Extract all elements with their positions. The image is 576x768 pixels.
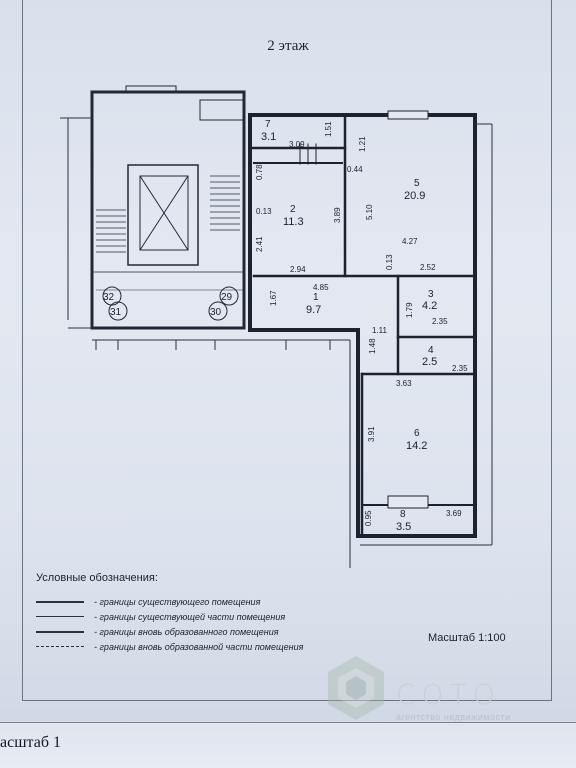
legend-item: - границы существующей части помещения [36,609,336,624]
legend: Условные обозначения: - границы существу… [36,572,336,654]
room-6-number: 6 [414,428,420,439]
watermark-subtitle: агентство недвижимости [396,712,511,722]
legend-item-label: - границы вновь образованной части помещ… [94,641,304,652]
room-4-area: 2.5 [422,356,437,368]
scale-label: Масштаб 1:100 [428,632,506,644]
apartment-walls [248,110,477,538]
legend-line-icon [36,600,84,603]
dim-label: 0.78 [255,164,264,180]
stair-number-32: 32 [103,292,115,303]
room-8-number: 8 [400,509,406,520]
sheet-frame [22,0,552,701]
room-2-area: 11.3 [283,216,304,228]
legend-item: - границы вновь образованного помещения [36,624,336,639]
room-1-number: 1 [313,292,319,303]
dim-label: 0.95 [364,510,373,526]
dim-label: 4.27 [402,237,418,246]
stairwell [90,85,246,330]
dim-label: 3.91 [367,426,376,442]
dim-label: 1.21 [358,136,367,152]
legend-title: Условные обозначения: [36,572,158,584]
dim-label: 4.85 [313,283,329,292]
dim-label: 1.67 [269,290,278,306]
dim-label: 3.09 [289,140,305,149]
legend-item-label: - границы вновь образованного помещения [94,626,279,637]
dim-label: 2.35 [452,364,468,373]
legend-item: - границы вновь образованной части помещ… [36,639,336,654]
stair-number-29: 29 [221,292,233,303]
building-outline [60,117,493,568]
dim-label: 2.94 [290,265,306,274]
room-5-number: 5 [414,178,420,189]
room-2-number: 2 [290,204,296,215]
legend-line-icon [36,630,84,633]
watermark-brand: СОТО [396,678,501,711]
dim-label: 2.35 [432,317,448,326]
floor-title: 2 этаж [267,38,309,54]
underlying-sheet-text: асштаб 1 [0,734,61,751]
dim-label: 3.69 [446,509,462,518]
stair-number-30: 30 [210,307,222,318]
legend-line-icon [36,646,84,647]
dim-label: 2.52 [420,263,436,272]
legend-item-label: - границы существующей части помещения [94,611,286,622]
dim-label: 0.44 [347,165,363,174]
room-4-number: 4 [428,345,434,356]
dim-label: 3.63 [396,379,412,388]
stair-number-31: 31 [110,307,122,318]
legend-item: - границы существующего помещения [36,594,336,609]
legend-line-icon [36,616,84,617]
dim-label: 1.79 [405,302,414,318]
room-6-area: 14.2 [406,440,427,452]
dim-label: 0.13 [256,207,272,216]
dim-label: 1.51 [324,121,333,137]
room-3-number: 3 [428,289,434,300]
dim-label: 2.41 [255,236,264,252]
room-8-area: 3.5 [396,521,411,533]
dim-label: 1.11 [372,326,388,335]
room-1-area: 9.7 [306,304,321,316]
dim-label: 3.89 [333,207,342,223]
room-7-area: 3.1 [261,131,276,143]
dim-label: 5.10 [365,204,374,220]
room-7-number: 7 [265,119,271,130]
dim-label: 0.13 [385,254,394,270]
room-3-area: 4.2 [422,300,437,312]
underlying-sheet [0,722,576,768]
dim-label: 1.48 [368,338,377,354]
agency-logo-icon [328,656,384,720]
room-5-area: 20.9 [404,190,425,202]
legend-item-label: - границы существующего помещения [94,596,261,607]
